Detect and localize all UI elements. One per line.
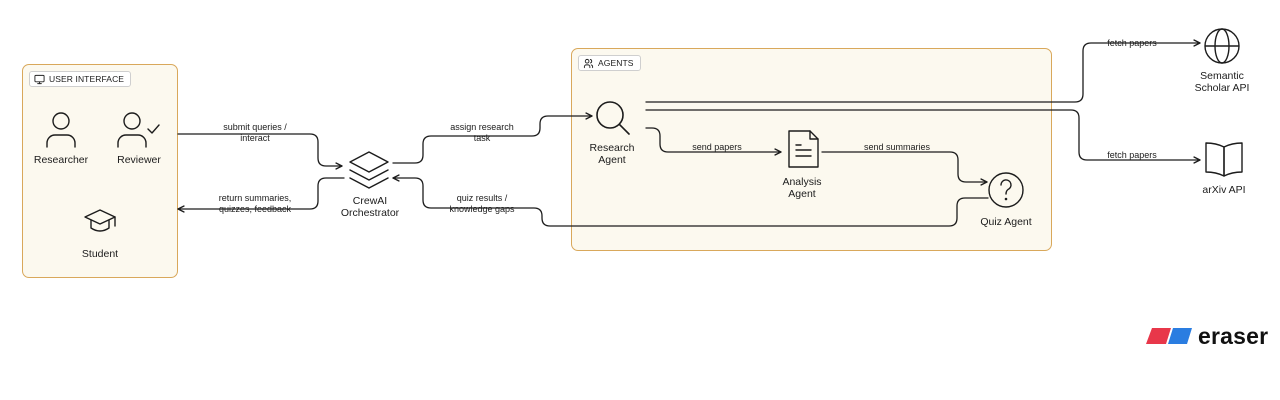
search-icon[interactable] — [596, 101, 630, 135]
node-researcher: Researcher — [33, 154, 89, 166]
layers-icon[interactable] — [349, 151, 389, 189]
user-icon[interactable] — [46, 112, 76, 148]
user-check-icon[interactable] — [117, 112, 160, 148]
node-quiz-agent: Quiz Agent — [980, 216, 1032, 228]
node-student: Student — [81, 248, 119, 260]
node-arxiv: arXiv API — [1202, 184, 1246, 196]
edge-return-summaries[interactable] — [177, 177, 345, 213]
edge-label-send-papers: send papers — [692, 142, 742, 152]
node-orchestrator: CrewAI Orchestrator — [340, 195, 400, 219]
node-reviewer: Reviewer — [117, 154, 161, 166]
agents-tag: AGENTS — [578, 55, 641, 71]
edge-send-summaries[interactable] — [821, 151, 988, 186]
edge-assign-research[interactable] — [392, 112, 593, 164]
edge-fetch-arxiv[interactable] — [645, 109, 1201, 164]
node-semantic-scholar: Semantic Scholar API — [1194, 70, 1250, 94]
edge-label-fetch-semantic: fetch papers — [1107, 38, 1157, 48]
edge-label-fetch-arxiv: fetch papers — [1107, 150, 1157, 160]
edge-submit-queries[interactable] — [177, 133, 343, 170]
file-text-icon[interactable] — [788, 130, 819, 168]
edge-fetch-semantic[interactable] — [645, 39, 1201, 103]
node-analysis-agent: Analysis Agent — [782, 176, 822, 200]
agents-group[interactable]: AGENTS — [571, 48, 1052, 251]
eraser-logo-icon — [1146, 328, 1192, 344]
edge-label-return-summaries: return summaries, quizzes, feedback — [218, 193, 292, 214]
user-interface-tag: USER INTERFACE — [29, 71, 132, 87]
edge-label-send-summaries: send summaries — [863, 142, 931, 152]
agents-label: AGENTS — [598, 58, 634, 68]
monitor-icon — [34, 74, 45, 84]
graduation-cap-icon[interactable] — [84, 209, 116, 232]
node-research-agent: Research Agent — [589, 142, 635, 166]
user-interface-group[interactable]: USER INTERFACE — [22, 64, 178, 278]
book-open-icon[interactable] — [1205, 142, 1243, 177]
help-circle-icon[interactable] — [988, 172, 1024, 208]
globe-icon[interactable] — [1204, 28, 1240, 64]
edge-label-assign-research: assign research task — [450, 122, 514, 143]
edge-label-submit-queries: submit queries / interact — [223, 122, 287, 143]
edge-label-quiz-results: quiz results / knowledge gaps — [449, 193, 515, 214]
edge-quiz-results[interactable] — [392, 174, 989, 227]
user-interface-label: USER INTERFACE — [49, 74, 125, 84]
users-icon — [583, 58, 594, 68]
eraser-brand-text: eraser — [1198, 323, 1269, 349]
edge-send-papers[interactable] — [645, 127, 782, 156]
eraser-brand[interactable]: eraser — [1146, 323, 1268, 349]
